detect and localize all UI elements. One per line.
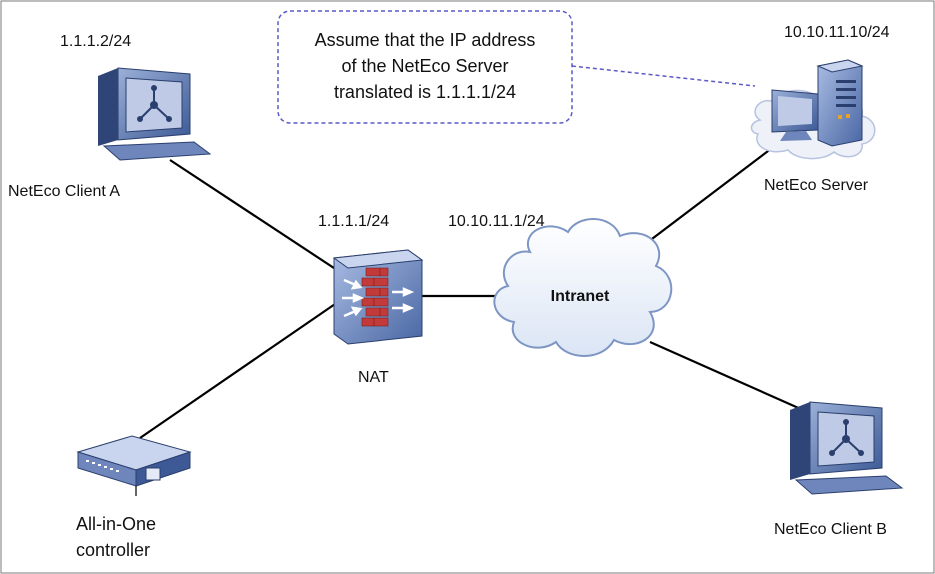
annotation-callout: Assume that the IP address of the NetEco… (277, 10, 756, 124)
client-b-label: NetEco Client B (774, 521, 887, 538)
client-a-ip: 1.1.1.2/24 (60, 33, 131, 50)
callout-pointer (571, 65, 756, 87)
controller-label-line-2: controller (76, 540, 150, 560)
nat-right-ip: 10.10.11.1/24 (448, 213, 545, 230)
link-intranet-server (639, 147, 773, 249)
server-label: NetEco Server (764, 177, 869, 194)
intranet-cloud-icon (493, 218, 673, 357)
annotation-line-1: Assume that the IP address (315, 30, 536, 50)
controller-label-line-1: All-in-One (76, 514, 156, 534)
client-a-label: NetEco Client A (8, 183, 120, 200)
client-a-monitor-icon (98, 67, 212, 161)
intranet-label: Intranet (551, 288, 610, 305)
link-intranet-client-b (649, 340, 813, 416)
link-controller-nat (139, 301, 339, 439)
annotation-line-3: translated is 1.1.1.1/24 (334, 82, 516, 102)
controller-device-icon (76, 435, 192, 496)
client-b-monitor-icon (790, 401, 904, 495)
nat-left-ip: 1.1.1.1/24 (318, 213, 389, 230)
server-ip: 10.10.11.10/24 (784, 24, 890, 41)
server-icon (750, 59, 876, 160)
links (139, 147, 813, 439)
annotation-line-2: of the NetEco Server (341, 56, 508, 76)
nat-firewall-icon (332, 249, 424, 345)
link-client-a-nat (169, 159, 341, 273)
nat-label: NAT (358, 369, 389, 386)
